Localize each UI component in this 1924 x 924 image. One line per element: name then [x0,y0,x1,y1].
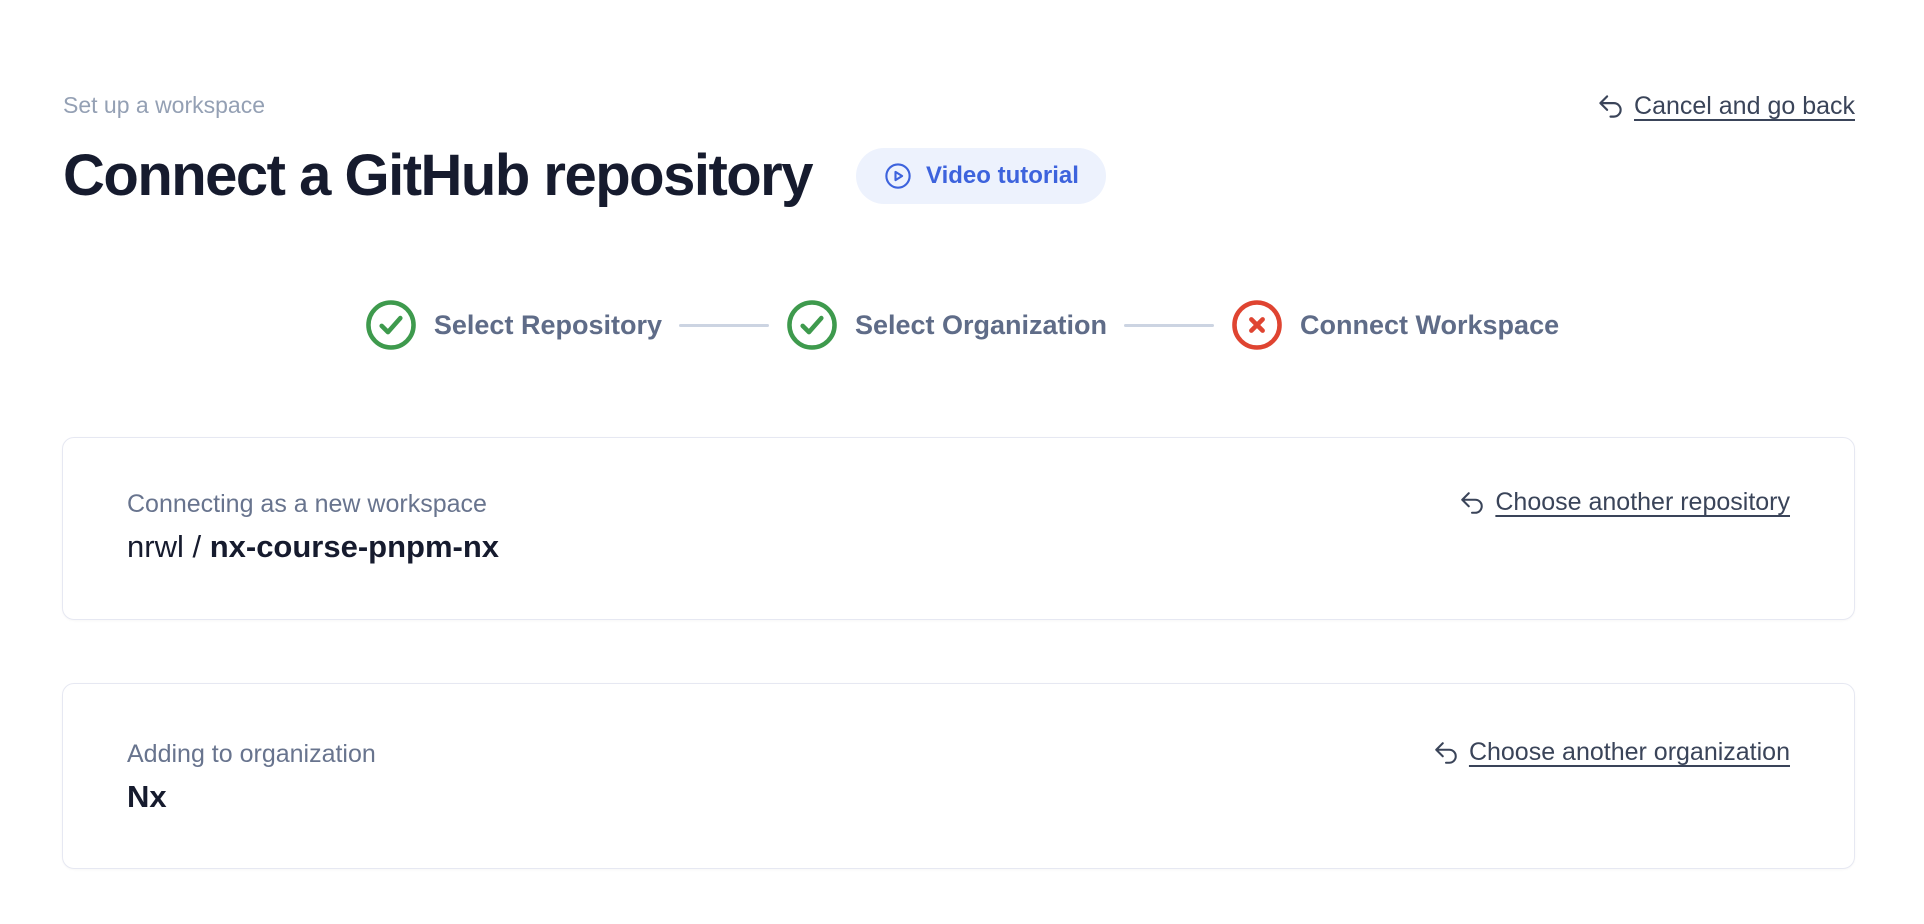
organization-card-label: Adding to organization [127,740,376,768]
check-circle-icon [786,299,838,351]
title-row: Connect a GitHub repository Video tutori… [63,145,1106,207]
workspace-setup-eyebrow: Set up a workspace [63,92,266,118]
video-tutorial-button[interactable]: Video tutorial [856,148,1106,204]
repository-separator: / [183,529,210,564]
video-tutorial-label: Video tutorial [926,162,1079,189]
x-circle-icon [1231,299,1283,351]
repository-repo: nx-course-pnpm-nx [209,529,500,564]
step-connect-workspace: Connect Workspace [1231,299,1559,351]
step-select-organization: Select Organization [786,299,1107,351]
choose-another-organization-label: Choose another organization [1468,738,1790,766]
page-header: Set up a workspace Connect a GitHub repo… [63,90,1855,207]
progress-stepper: Select Repository Select Organization Co… [0,299,1924,351]
repository-name: nrwl / nx-course-pnpm-nx [127,528,499,566]
step-label: Connect Workspace [1300,309,1560,340]
step-connector [1124,323,1215,327]
choose-another-repository-label: Choose another repository [1495,488,1790,516]
choose-another-repository-link[interactable]: Choose another repository [1459,488,1790,517]
step-connector [678,323,769,327]
page-title: Connect a GitHub repository [63,143,814,208]
step-label: Select Organization [854,309,1108,340]
repository-card-info: Connecting as a new workspace nrwl / nx-… [127,488,499,566]
choose-another-organization-link[interactable]: Choose another organization [1433,738,1790,767]
play-circle-icon [883,161,913,191]
organization-card: Adding to organization Nx Choose another… [62,683,1855,869]
step-select-repository: Select Repository [365,299,662,351]
cancel-link-label: Cancel and go back [1634,92,1855,120]
organization-name: Nx [127,779,167,814]
organization-card-info: Adding to organization Nx [127,738,376,816]
repository-owner: nrwl [127,529,184,564]
repository-card: Connecting as a new workspace nrwl / nx-… [62,437,1855,620]
step-label: Select Repository [433,309,662,340]
repository-card-label: Connecting as a new workspace [127,490,487,518]
cancel-and-go-back-link[interactable]: Cancel and go back [1597,92,1855,121]
undo-arrow-icon [1433,740,1459,766]
check-circle-icon [365,299,417,351]
undo-arrow-icon [1597,93,1624,120]
header-left: Set up a workspace Connect a GitHub repo… [63,90,1106,207]
undo-arrow-icon [1459,490,1485,516]
